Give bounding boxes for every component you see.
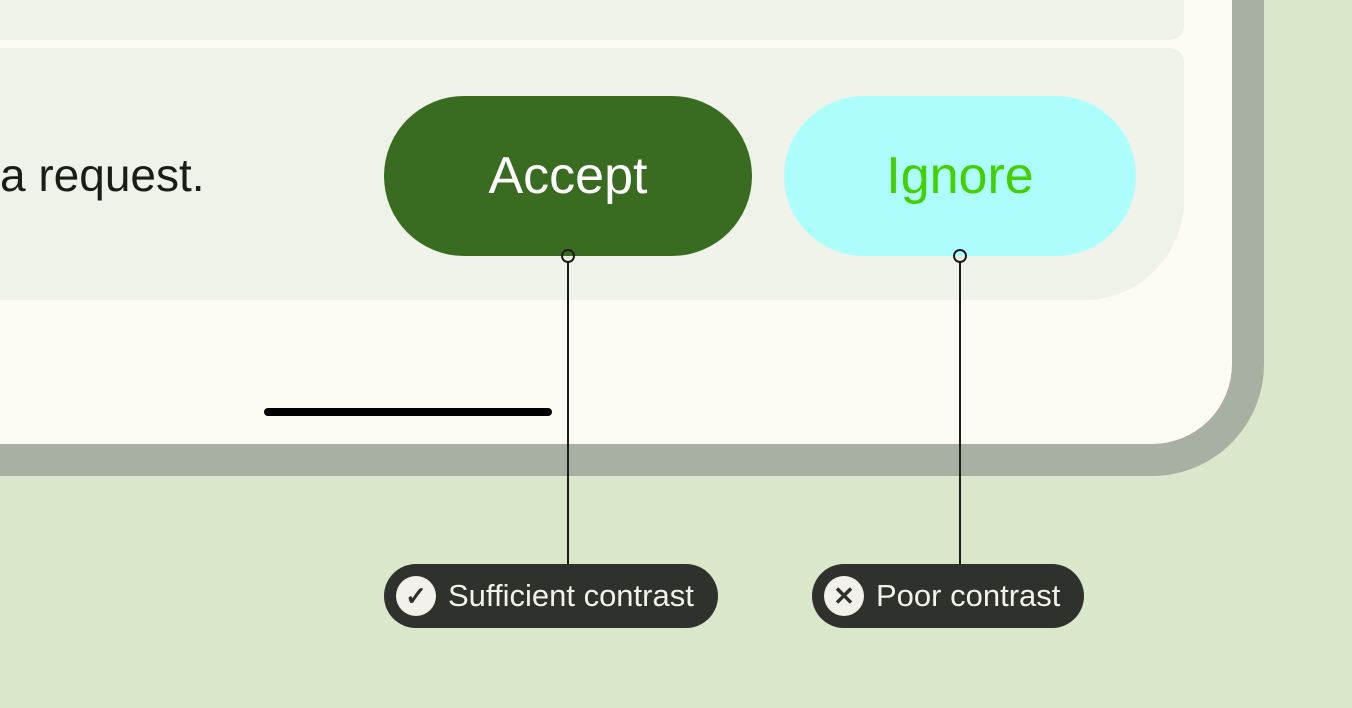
tag-label: Sufficient contrast [448,578,694,613]
check-icon: ✓ [396,576,436,616]
annotation-line-ignore [959,262,961,564]
annotation-dot-ignore [953,249,967,263]
request-message: a request. [0,149,205,201]
top-card [0,0,1184,40]
tag-label: Poor contrast [876,578,1061,613]
sufficient-contrast-tag: ✓ Sufficient contrast [384,564,718,628]
annotation-dot-accept [561,249,575,263]
annotation-line-accept [567,262,569,564]
ignore-button[interactable]: Ignore [784,96,1136,256]
gesture-handle[interactable] [264,408,552,416]
poor-contrast-tag: ✕ Poor contrast [812,564,1085,628]
close-icon: ✕ [824,576,864,616]
accept-button[interactable]: Accept [384,96,752,256]
